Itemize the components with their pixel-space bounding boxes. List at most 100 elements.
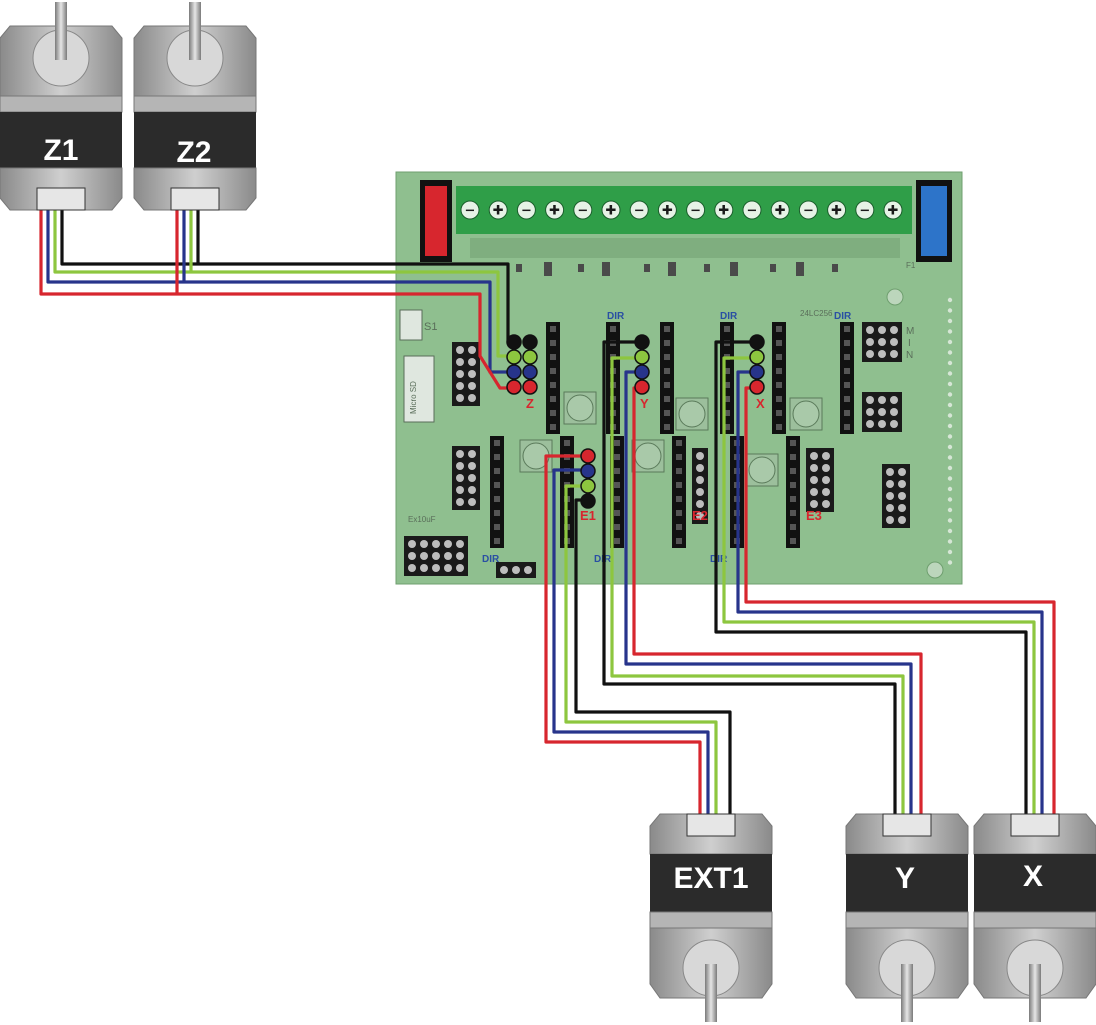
x-pin bbox=[749, 334, 765, 350]
wire-e1-red bbox=[544, 454, 702, 820]
z-pin bbox=[522, 379, 538, 395]
motor-label-x: X bbox=[1023, 860, 1043, 893]
driver-header bbox=[546, 322, 560, 434]
wire-e1-green bbox=[564, 484, 718, 820]
terminal-sign: − bbox=[577, 204, 588, 219]
x-pin bbox=[749, 379, 765, 395]
y-pin bbox=[634, 349, 650, 365]
terminal-screw bbox=[545, 200, 565, 220]
terminal-screw bbox=[770, 200, 790, 220]
z-pin bbox=[506, 349, 522, 365]
terminal-sign: ✚ bbox=[606, 204, 617, 219]
terminal-sign: ✚ bbox=[662, 204, 673, 219]
wire-x-blue bbox=[736, 370, 1044, 820]
led-row bbox=[516, 262, 838, 276]
s1-label: S1 bbox=[424, 321, 437, 333]
fuse-label: F1 bbox=[906, 261, 916, 270]
wire-z-green bbox=[53, 198, 516, 358]
terminal-sign: ✚ bbox=[549, 204, 560, 219]
motor-ext1 bbox=[649, 813, 773, 1022]
y-pin bbox=[634, 364, 650, 380]
power-input-blue-face bbox=[921, 186, 947, 256]
wire-x-green bbox=[722, 356, 1036, 820]
sd-card-slot bbox=[403, 355, 435, 423]
terminal-sign: ✚ bbox=[775, 204, 786, 219]
dir-label-x: DIR bbox=[720, 311, 738, 322]
y-pin bbox=[634, 334, 650, 350]
y-pin bbox=[634, 379, 650, 395]
motor-label-y: Y bbox=[895, 862, 915, 895]
s1-switch bbox=[399, 309, 423, 341]
terminal-sign: − bbox=[465, 204, 476, 219]
motor-y bbox=[845, 813, 969, 1022]
wires bbox=[39, 198, 1056, 820]
terminal-sign: − bbox=[634, 204, 645, 219]
terminal-sign: ✚ bbox=[831, 204, 842, 219]
motor-label-ext1: EXT1 bbox=[673, 862, 748, 895]
wire-e1-blue bbox=[552, 468, 710, 820]
terminal-screw bbox=[573, 200, 593, 220]
z-pin bbox=[522, 334, 538, 350]
driver-label-y: Y bbox=[640, 396, 649, 411]
terminal-sign: ✚ bbox=[718, 204, 729, 219]
driver-label-e3: E3 bbox=[806, 508, 822, 523]
terminal-sign: ✚ bbox=[888, 204, 899, 219]
terminal-sign: − bbox=[690, 204, 701, 219]
dir-label-y: DIR bbox=[607, 311, 625, 322]
pin-headers bbox=[404, 322, 910, 578]
z-pin bbox=[506, 364, 522, 380]
terminal-screw bbox=[657, 200, 677, 220]
terminal-screw bbox=[488, 200, 508, 220]
dir-label-e3-top: DIR bbox=[834, 311, 852, 322]
terminal-screw bbox=[460, 200, 480, 220]
driver-header bbox=[772, 322, 786, 434]
terminal-sign: − bbox=[747, 204, 758, 219]
terminal-sign: − bbox=[803, 204, 814, 219]
min-label-n: N bbox=[906, 350, 913, 361]
wire-z-blue bbox=[46, 198, 516, 374]
dir-label-e2: DIR bbox=[710, 554, 728, 565]
min-label-m: M bbox=[906, 326, 914, 337]
driver-header bbox=[672, 436, 686, 548]
driver-header bbox=[490, 436, 504, 548]
wire-e1-black bbox=[574, 498, 732, 820]
z-pin bbox=[522, 349, 538, 365]
terminal-screw bbox=[516, 200, 536, 220]
terminal-screw bbox=[714, 200, 734, 220]
wire-y-green bbox=[610, 356, 905, 820]
connector-pins bbox=[506, 334, 765, 509]
driver-header bbox=[720, 322, 734, 434]
wire-x-black bbox=[714, 340, 1028, 820]
e1-pin bbox=[580, 448, 596, 464]
wire-z-red bbox=[39, 198, 516, 390]
dir-label-z: DIR bbox=[482, 554, 500, 565]
motor-z2 bbox=[133, 2, 257, 211]
z-pin bbox=[522, 364, 538, 380]
terminal-signs: −✚−✚−✚−✚−✚−✚−✚−✚ bbox=[460, 200, 903, 220]
terminal-screw bbox=[629, 200, 649, 220]
driver-label-e1: E1 bbox=[580, 508, 596, 523]
terminal-screw bbox=[601, 200, 621, 220]
e1-pin bbox=[580, 478, 596, 494]
driver-label-x: X bbox=[756, 396, 765, 411]
terminal-screw bbox=[827, 200, 847, 220]
z-pin bbox=[506, 379, 522, 395]
terminal-sign: − bbox=[859, 204, 870, 219]
motor-label-z1: Z1 bbox=[43, 134, 78, 167]
driver-header bbox=[660, 322, 674, 434]
motor-label-z2: Z2 bbox=[176, 136, 211, 169]
terminal-sign: − bbox=[521, 204, 532, 219]
eeprom-label: 24LC256 bbox=[800, 309, 833, 318]
terminal-screw bbox=[742, 200, 762, 220]
terminal-screw bbox=[798, 200, 818, 220]
motor-z1 bbox=[0, 2, 123, 211]
micro-sd-label: Micro SD bbox=[409, 381, 418, 414]
cap-ext-label: Ex10uF bbox=[408, 515, 436, 524]
pin-block bbox=[692, 448, 708, 524]
ramps-board: −✚−✚−✚−✚−✚−✚−✚−✚ Micro SD S1 24LC256 F1 … bbox=[395, 171, 963, 585]
prototype-hole-grid bbox=[947, 297, 953, 565]
terminal-screw bbox=[883, 200, 903, 220]
e1-pin bbox=[580, 493, 596, 509]
